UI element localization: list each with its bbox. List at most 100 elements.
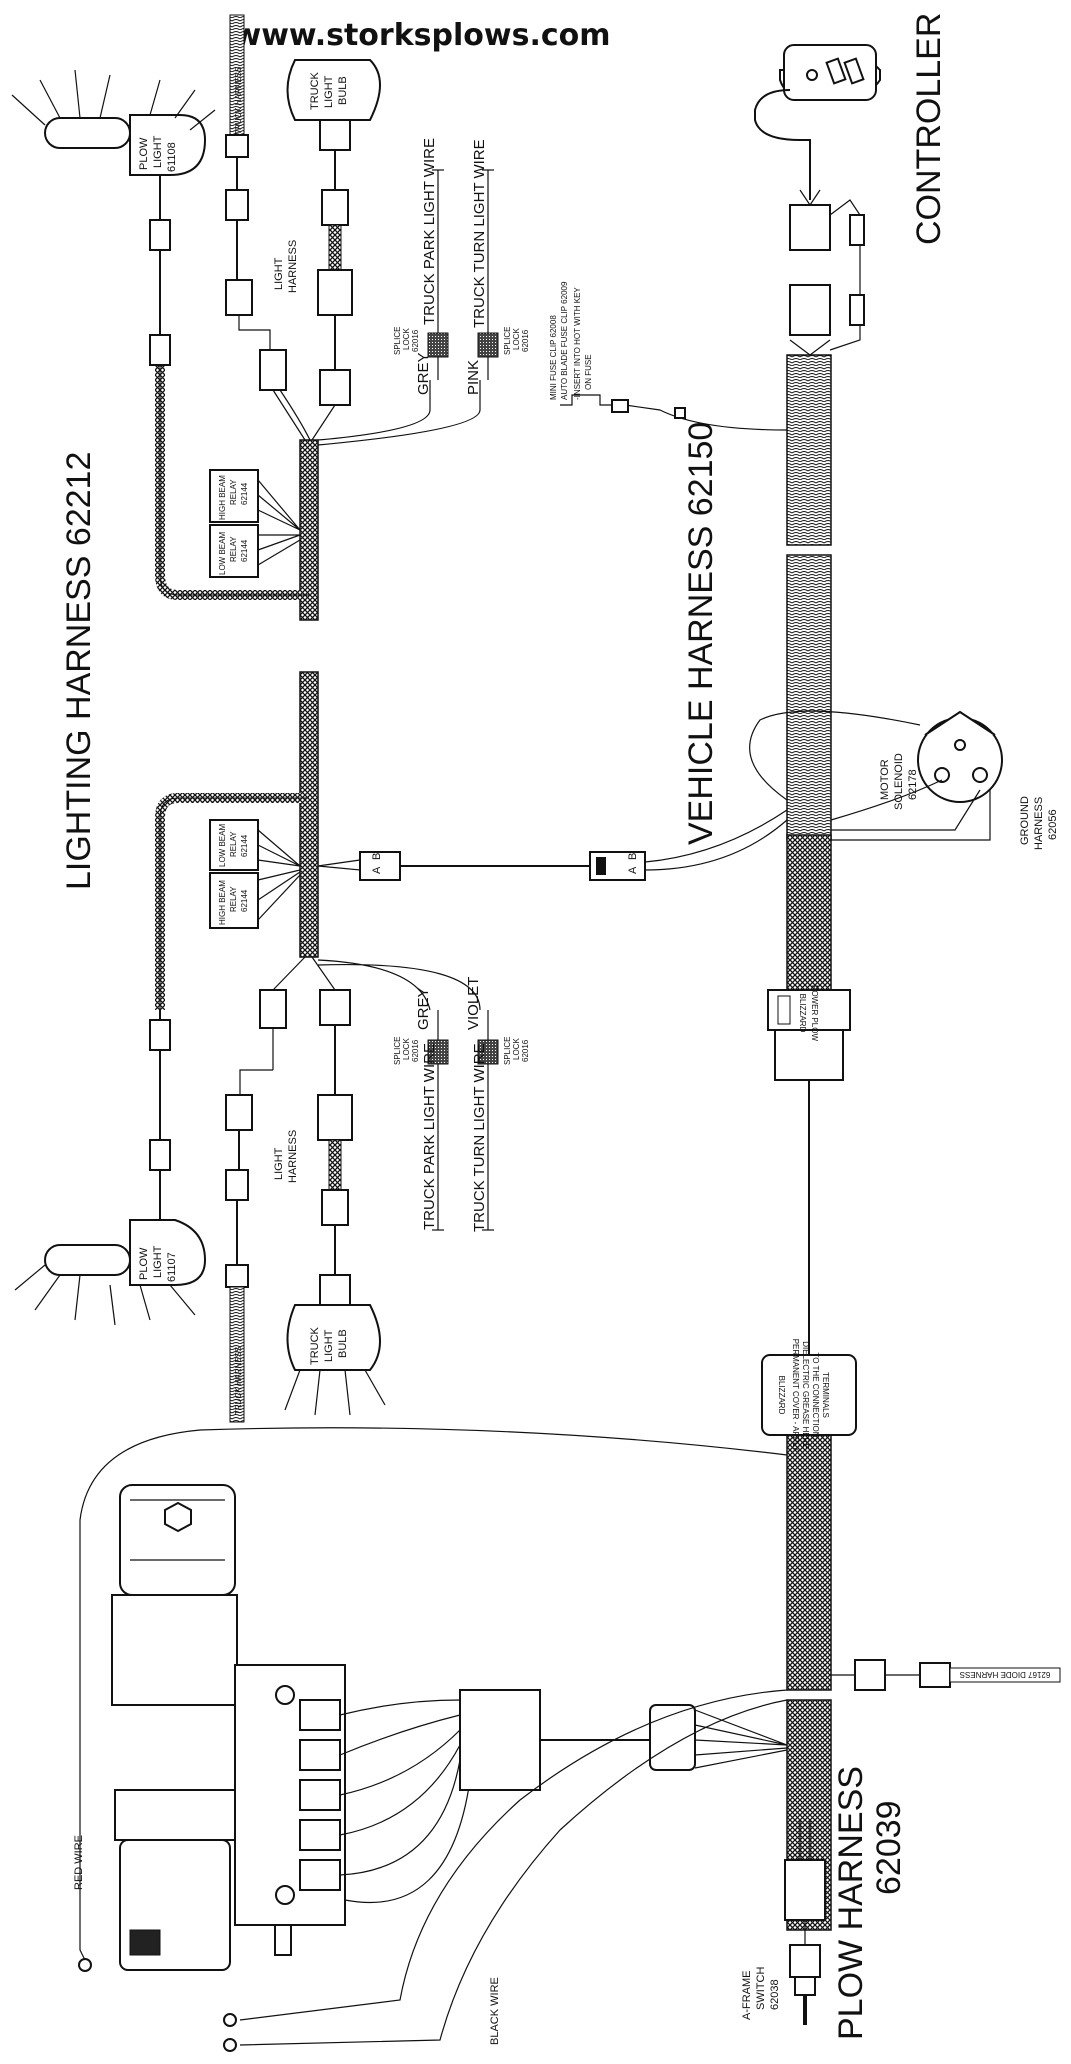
plow-harness-connector	[649, 1704, 696, 1771]
plow-harness-title-line2: 62039	[870, 1800, 908, 1895]
truck-light-bulb-top-2: LIGHT	[323, 75, 335, 108]
fuse-note-1: MINI FUSE CLIP 62008	[549, 315, 558, 400]
controller-button-icon	[806, 69, 818, 81]
truck-harness-bottom-label: TRUCK HARNESS	[234, 1347, 243, 1415]
blizzard-logo-text: BLIZZARD	[798, 994, 807, 1033]
diode-harness-connector	[854, 1659, 886, 1691]
cover-note-1: PERMANENT COVER - APPLY	[791, 1339, 800, 1452]
truck-light-bulb-bottom-1: TRUCK	[309, 1326, 321, 1365]
truck-light-bulb-top	[286, 59, 381, 151]
hydraulic-pump-unit	[111, 1484, 346, 1971]
motor-solenoid	[917, 710, 1003, 803]
plow-harness-trunk-upper	[786, 1429, 832, 1691]
grey-wire-top-label: GREY	[415, 352, 432, 395]
lighting-harness-title: LIGHTING HARNESS 62212	[60, 452, 98, 890]
splice-lock-top-right-1: SPLICE	[503, 327, 512, 355]
relay-low-beam-bottom-3: 62144	[240, 834, 249, 857]
plow-light-top-connector-b	[149, 334, 171, 366]
relay-high-beam-top-3: 62144	[240, 482, 249, 505]
truck-turn-light-wire-bottom-label: TRUCK TURN LIGHT WIRE	[471, 1043, 488, 1232]
relay-high-beam-bottom	[209, 869, 301, 929]
ground-harness-label-3: 62056	[1047, 809, 1059, 840]
plow-light-61108	[11, 69, 216, 176]
relay-high-beam-top-1: HIGH BEAM	[218, 475, 227, 520]
plow-light-bottom-1: PLOW	[138, 1247, 150, 1280]
splice-lock-top-right-2: LOCK	[512, 328, 521, 350]
light-harness-top-2: HARNESS	[287, 240, 299, 293]
pink-wire-top-label: PINK	[465, 360, 482, 395]
plow-light-bottom-connector-b	[149, 1139, 171, 1171]
website-title: www.storksplows.com	[233, 18, 610, 53]
motor-solenoid-label-1: MOTOR	[879, 759, 891, 800]
red-wire-label: RED WIRE	[73, 1835, 85, 1890]
plow-light-61107	[14, 1219, 207, 1326]
plow-light-top-connector-a	[149, 219, 171, 251]
splice-lock-pink-top	[477, 332, 499, 358]
splice-lock-bottom-left-2: LOCK	[402, 1038, 411, 1060]
vehicle-harness-trunk-upper	[786, 354, 832, 546]
fuse-note-2: AUTO BLADE FUSE CLIP 62009	[560, 281, 569, 400]
a-frame-switch-connector	[784, 1859, 826, 1921]
splice-lock-grey-bottom	[427, 1039, 449, 1065]
grey-wire-bottom-label: GREY	[415, 987, 432, 1030]
relay-low-beam-bottom	[209, 819, 301, 871]
relay-low-beam-top-2: RELAY	[229, 536, 238, 562]
plow-light-top-1: PLOW	[138, 137, 150, 170]
relay-high-beam-bottom-1: HIGH BEAM	[218, 880, 227, 925]
relay-low-beam-top-1: LOW BEAM	[218, 532, 227, 575]
fuse-clip	[560, 394, 788, 431]
cover-note-4: TERMINALS	[821, 1372, 830, 1418]
splice-lock-top-left-2: LOCK	[402, 328, 411, 350]
cover-note-2: DIELECTRIC GREASE HERE	[801, 1341, 810, 1449]
relay-low-beam-top-3: 62144	[240, 539, 249, 562]
motor-solenoid-label-2: SOLENOID	[893, 753, 905, 810]
relay-low-beam-bottom-1: LOW BEAM	[218, 824, 227, 867]
splice-lock-top-left-1: SPLICE	[393, 327, 402, 355]
ground-harness-label-1: GROUND	[1019, 796, 1031, 845]
splice-lock-top-left-3: 62016	[411, 329, 420, 352]
motor-solenoid-label-3: 62178	[907, 769, 919, 800]
plow-light-bottom-2: LIGHT	[152, 1245, 164, 1278]
truck-light-bulb-bottom-2: LIGHT	[323, 1329, 335, 1362]
fuse-note-3: -INSERT INTO HOT WITH KEY	[573, 287, 582, 400]
a-frame-switch-label-2: SWITCH	[755, 1967, 767, 2010]
splice-lock-violet-bottom	[477, 1039, 499, 1065]
plow-harness-title-line1: PLOW HARNESS	[832, 1766, 870, 2040]
relay-low-beam-bottom-2: RELAY	[229, 831, 238, 857]
plow-light-top-3: 61108	[166, 142, 178, 172]
splice-lock-grey-top	[427, 332, 449, 358]
ab-left-letter-b: B	[371, 853, 383, 860]
controller-title: CONTROLLER	[910, 13, 948, 245]
light-harness-bottom-1: LIGHT	[273, 1147, 285, 1180]
light-harness-bottom-2: HARNESS	[287, 1130, 299, 1183]
splice-lock-bottom-right-1: SPLICE	[503, 1037, 512, 1065]
cover-blizzard-text: BLIZZARD	[777, 1376, 786, 1415]
vehicle-harness-title: VEHICLE HARNESS 62150	[682, 422, 720, 845]
relay-high-beam-top	[209, 469, 301, 531]
diode-harness-label: 62167 DIODE HARNESS	[960, 1670, 1051, 1679]
pump-base	[111, 1594, 238, 1706]
ab-right-letter-a: A	[627, 866, 639, 874]
truck-light-bulb-top-1: TRUCK	[309, 71, 321, 110]
ab-left-letter-a: A	[371, 866, 383, 874]
plow-light-bottom-3: 61107	[166, 1252, 178, 1282]
a-frame-switch-label-3: 62038	[769, 1979, 781, 2010]
truck-harness-bottom-wire	[229, 1286, 245, 1423]
truck-turn-light-wire-top-label: TRUCK TURN LIGHT WIRE	[471, 139, 488, 328]
truck-park-light-wire-bottom-label: TRUCK PARK LIGHT WIRE	[421, 1043, 438, 1230]
black-wire-label: BLACK WIRE	[489, 1977, 501, 2045]
a-frame-switch-label-1: A-FRAME	[741, 1971, 753, 2021]
truck-light-bulb-top-3: BULB	[337, 76, 349, 105]
fill-cap-icon	[164, 1501, 192, 1533]
relay-high-beam-bottom-3: 62144	[240, 889, 249, 912]
light-harness-top-1: LIGHT	[273, 257, 285, 290]
plow-light-top-2: LIGHT	[152, 135, 164, 168]
plow-light-bottom-connector-a	[149, 1019, 171, 1051]
reservoir	[119, 1484, 236, 1596]
blizzard-sub-text: POWER PLOW	[810, 985, 819, 1041]
splice-lock-bottom-left-1: SPLICE	[393, 1037, 402, 1065]
valve-harness-connector	[459, 1689, 541, 1791]
ground-harness-label-2: HARNESS	[1033, 797, 1045, 850]
violet-wire-bottom-label: VIOLET	[465, 977, 482, 1030]
